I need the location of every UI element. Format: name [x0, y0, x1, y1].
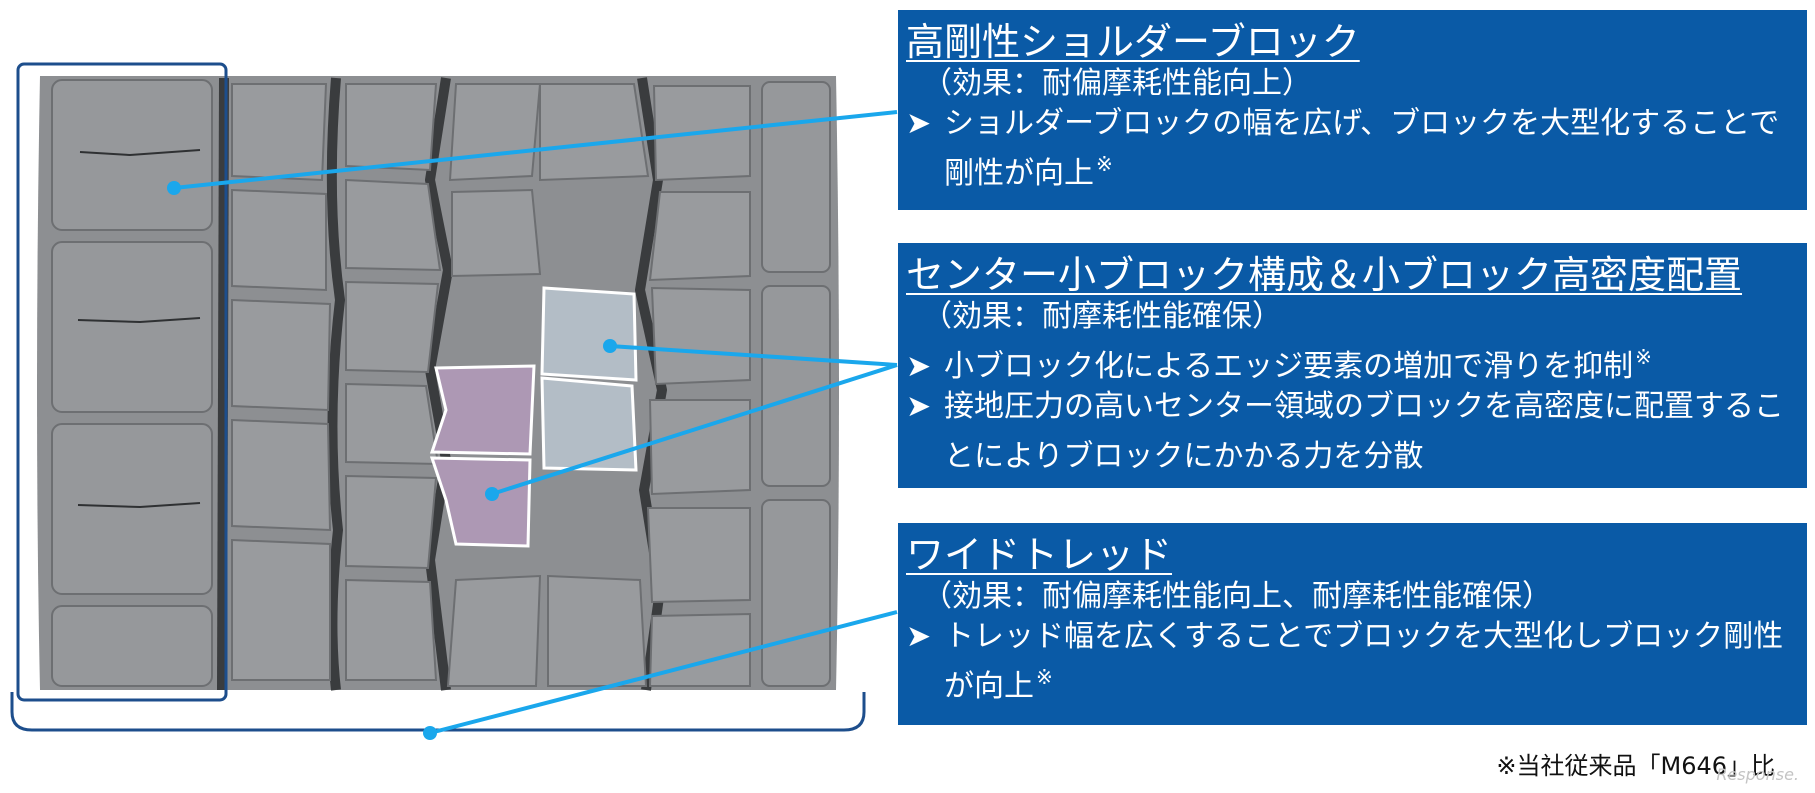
callout-effect: （効果：耐摩耗性能確保） [922, 299, 1282, 334]
callout-center-blocks: センター小ブロック構成＆小ブロック高密度配置 （効果：耐摩耗性能確保） ➤ 小ブロ… [898, 243, 1807, 488]
arrow-bullet-icon: ➤ [906, 389, 932, 424]
arrow-bullet-icon: ➤ [906, 106, 932, 141]
callout-title: ワイドトレッド [906, 533, 1173, 577]
bullet-text: トレッド幅を広くすることでブロックを大型化しブロック剛性が向上 [944, 619, 1784, 704]
highlighted-light-blocks [540, 286, 638, 472]
right-shoulder [761, 81, 831, 687]
leader-lines [173, 110, 898, 735]
shoulder-sipes [77, 149, 201, 509]
bullet-text: ショルダーブロックの幅を広げ、ブロックを大型化することで剛性が向上 [944, 106, 1780, 191]
arrow-bullet-icon: ➤ [906, 349, 932, 384]
shoulder-highlight-frame [16, 62, 228, 702]
center-blocks [231, 83, 751, 687]
leader-dots [167, 181, 617, 740]
callout-title: 高剛性ショルダーブロック [906, 20, 1360, 64]
comparison-footnote: ※当社従来品「M646」比 [1496, 752, 1775, 780]
wide-tread-bracket [10, 692, 866, 732]
arrow-bullet-icon: ➤ [906, 619, 932, 654]
bullet-item: ➤ 小ブロック化によるエッジ要素の増加で滑りを抑制※ [906, 337, 1799, 387]
bullet-text: 接地圧力の高いセンター領域のブロックを高密度に配置することによりブロックにかかる… [944, 389, 1784, 474]
response-watermark: Response. [1716, 765, 1799, 784]
callout-effect: （効果：耐偏摩耗性能向上、耐摩耗性能確保） [922, 579, 1552, 614]
bullet-item: ➤ トレッド幅を広くすることでブロックを大型化しブロック剛性が向上※ [906, 617, 1799, 707]
callout-wide-tread: ワイドトレッド （効果：耐偏摩耗性能向上、耐摩耗性能確保） ➤ トレッド幅を広くす… [898, 523, 1807, 725]
highlighted-purple-blocks [429, 364, 536, 548]
footnote-mark: ※ [1096, 152, 1113, 176]
footnote-mark: ※ [1635, 345, 1652, 369]
bullet-item: ➤ ショルダーブロックの幅を広げ、ブロックを大型化することで剛性が向上※ [906, 104, 1799, 194]
callout-title: センター小ブロック構成＆小ブロック高密度配置 [906, 253, 1743, 297]
bullet-item: ➤ 接地圧力の高いセンター領域のブロックを高密度に配置することによりブロックにかか… [906, 387, 1799, 477]
callout-effect: （効果：耐偏摩耗性能向上） [922, 66, 1312, 101]
bullet-text: 小ブロック化によるエッジ要素の増加で滑りを抑制 [944, 349, 1634, 384]
callout-shoulder-block: 高剛性ショルダーブロック （効果：耐偏摩耗性能向上） ➤ ショルダーブロックの幅を… [898, 10, 1807, 210]
footnote-mark: ※ [1036, 665, 1053, 689]
